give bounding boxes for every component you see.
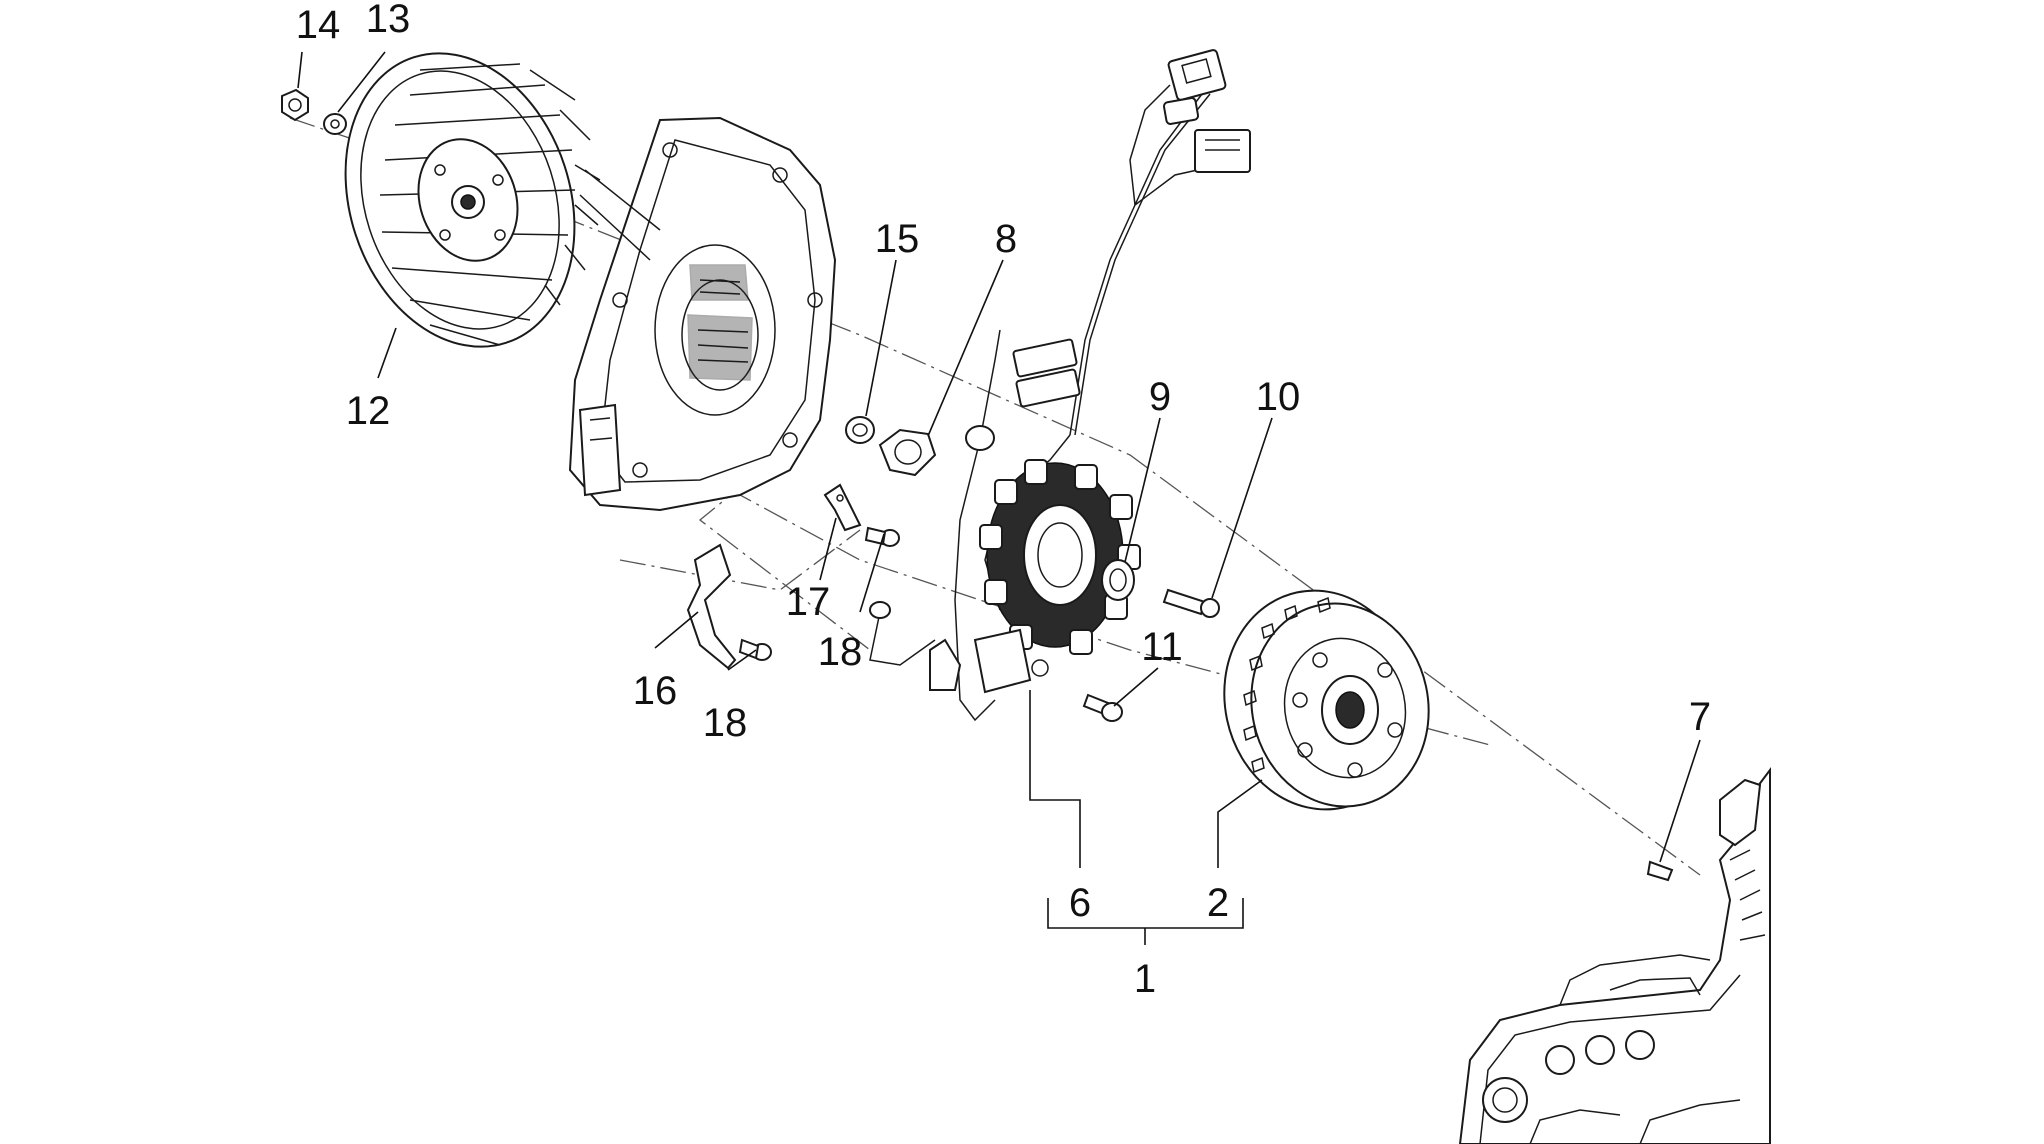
wiring-harness-part [869,49,1251,722]
stator-screw-part [1162,588,1220,618]
crankcase-part [1458,767,1771,1144]
callout-14: 14 [296,3,341,47]
callout-17: 17 [786,580,831,624]
screw-upper-part [864,526,900,547]
leader-lines [297,51,1701,945]
flywheel-rotor-part [1223,589,1430,811]
callout-10: 10 [1256,375,1301,419]
callout-12: 12 [346,389,391,433]
seal-ring-part [845,416,875,444]
callout-9: 9 [1149,375,1171,419]
callout-2: 2 [1207,881,1229,925]
callout-18-upper: 18 [818,630,863,674]
spacer-sleeve-part [878,428,937,477]
nut-part [281,88,309,122]
callout-1: 1 [1134,957,1156,1001]
cooling-fan-part [344,52,601,348]
callout-16: 16 [633,669,678,713]
callout-13: 13 [366,0,411,41]
clip-plate-part [686,543,737,670]
pickup-screw-part [1082,693,1123,722]
stator-washer-part [1101,559,1135,601]
callout-11: 11 [1141,625,1183,669]
callout-labels: 14 13 12 15 8 9 10 17 18 16 18 11 7 6 2 … [296,0,1711,1001]
callout-6: 6 [1069,881,1091,925]
callout-15: 15 [875,217,920,261]
woodruff-key-part [1646,860,1674,882]
stator-part [973,459,1141,694]
engine-side-cover-part [568,116,837,512]
washer-part [323,113,347,135]
sensor-bracket-part [823,483,862,532]
callout-7: 7 [1689,695,1711,739]
callout-18-lower: 18 [703,701,748,745]
callout-8: 8 [995,217,1017,261]
